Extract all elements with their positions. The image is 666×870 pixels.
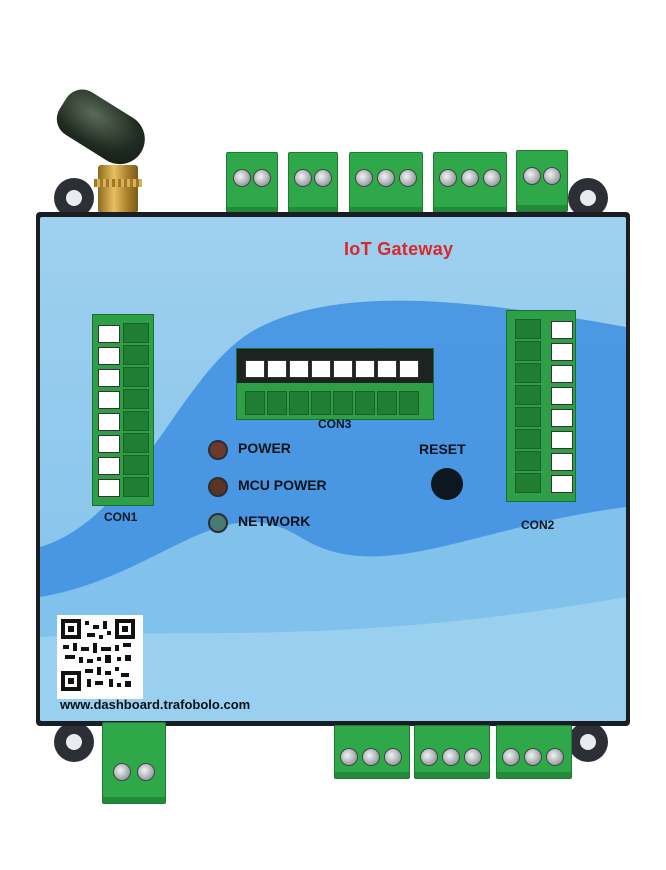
top-terminal-3[interactable]: [349, 152, 423, 214]
con1-label: CON1: [104, 510, 138, 524]
mount-ear-bottom-right: [568, 722, 608, 762]
network-led-label: NETWORK: [238, 513, 311, 529]
con3-label: CON3: [318, 417, 352, 431]
power-led-icon: [208, 440, 228, 460]
mcu-power-led-icon: [208, 477, 228, 497]
con3-connector[interactable]: [236, 348, 434, 420]
antenna-connector: [94, 165, 142, 213]
bottom-terminal-2[interactable]: [414, 725, 490, 779]
bottom-terminal-1[interactable]: [334, 725, 410, 779]
faceplate-wave-graphic: [40, 300, 626, 721]
bottom-terminal-3[interactable]: [496, 725, 572, 779]
reset-label: RESET: [419, 441, 466, 457]
qr-code: [57, 615, 143, 699]
con1-connector[interactable]: [92, 314, 154, 506]
con2-label: CON2: [521, 518, 555, 532]
mcu-power-led-label: MCU POWER: [238, 477, 327, 493]
mount-ear-bottom-left: [54, 722, 94, 762]
device-title: IoT Gateway: [344, 239, 454, 259]
top-terminal-2[interactable]: [288, 152, 338, 214]
mount-ear-top-right: [568, 178, 608, 218]
top-terminal-1[interactable]: [226, 152, 278, 214]
top-terminal-5[interactable]: [516, 150, 568, 212]
bottom-terminal-power[interactable]: [102, 722, 166, 804]
con2-connector[interactable]: [506, 310, 576, 502]
top-terminal-4[interactable]: [433, 152, 507, 214]
reset-button[interactable]: [431, 468, 463, 500]
mount-ear-top-left: [54, 178, 94, 218]
antenna-icon: [49, 82, 155, 174]
dashboard-url: www.dashboard.trafobolo.com: [60, 697, 251, 712]
network-led-icon: [208, 513, 228, 533]
power-led-label: POWER: [238, 440, 291, 456]
